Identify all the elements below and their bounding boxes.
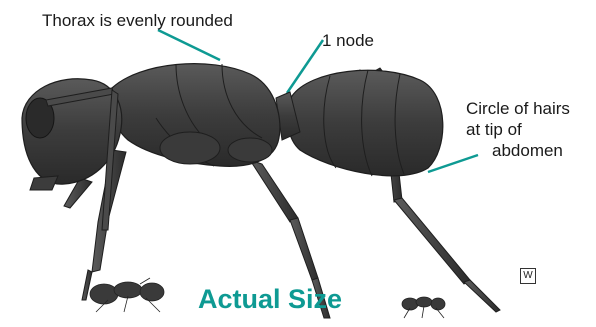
thorax-label: Thorax is evenly rounded	[42, 10, 233, 31]
abdomen-hairs-label: Circle of hairs at tip of abdomen	[466, 98, 596, 161]
small-ant-right	[402, 297, 445, 318]
ant-head	[22, 79, 122, 230]
small-ant-left	[90, 278, 164, 312]
thorax-leader-line	[158, 30, 220, 60]
hairs-label-line2: at tip of	[466, 119, 596, 140]
node-label: 1 node	[322, 30, 374, 51]
publisher-logo-icon: W	[520, 268, 536, 284]
ant-abdomen	[287, 70, 442, 176]
actual-size-caption: Actual Size	[198, 284, 342, 315]
ant-thorax	[110, 64, 280, 167]
hairs-label-line1: Circle of hairs	[466, 98, 596, 119]
hairs-label-line3: abdomen	[492, 140, 596, 161]
